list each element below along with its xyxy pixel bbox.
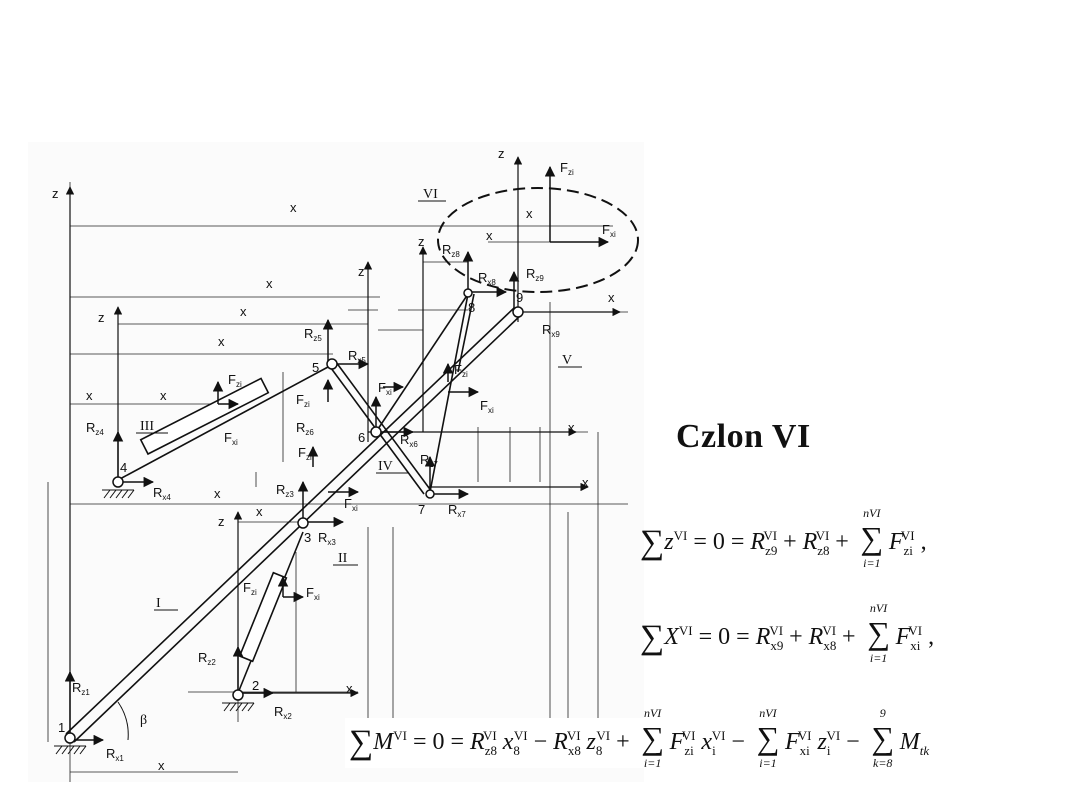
node-4: 4 bbox=[120, 460, 127, 475]
svg-text:Rx6: Rx6 bbox=[400, 432, 418, 449]
svg-text:Fzi: Fzi bbox=[243, 580, 257, 597]
link-label-iv: IV bbox=[378, 459, 393, 474]
svg-text:x: x bbox=[486, 228, 493, 243]
node-2: 2 bbox=[252, 678, 259, 693]
angle-beta: β bbox=[140, 713, 147, 728]
link-label-vi: VI bbox=[423, 187, 438, 202]
mechanism-svg: 1 2 3 4 5 6 7 8 9 I II III IV V VI β Rz1… bbox=[47, 146, 639, 782]
node-7: 7 bbox=[418, 502, 425, 517]
svg-text:Rz4: Rz4 bbox=[86, 420, 104, 437]
svg-text:Rz3: Rz3 bbox=[276, 482, 294, 499]
svg-text:z: z bbox=[218, 514, 225, 529]
svg-text:Rz5: Rz5 bbox=[304, 326, 322, 343]
svg-text:Fxi: Fxi bbox=[306, 585, 320, 602]
svg-text:Rx4: Rx4 bbox=[153, 485, 171, 502]
node-8: 8 bbox=[468, 300, 475, 315]
force-arrows bbox=[64, 165, 610, 746]
link-label-ii: II bbox=[338, 551, 348, 566]
svg-text:x: x bbox=[240, 304, 247, 319]
link-labels: I II III IV V VI β bbox=[136, 187, 582, 728]
svg-text:Rx3: Rx3 bbox=[318, 530, 336, 547]
svg-text:x: x bbox=[290, 200, 297, 215]
svg-text:x: x bbox=[218, 334, 225, 349]
svg-text:Fxi: Fxi bbox=[602, 222, 616, 239]
node-1: 1 bbox=[58, 720, 65, 735]
axis-arrows bbox=[65, 156, 621, 742]
svg-text:x: x bbox=[346, 681, 353, 696]
svg-text:Rx9: Rx9 bbox=[542, 322, 560, 339]
svg-text:x: x bbox=[266, 276, 273, 291]
equation-sum-moment: ∑MVI = 0 = Rz8VI x8VI − Rx8VI z8VI + nVI… bbox=[345, 706, 936, 770]
node-labels: 1 2 3 4 5 6 7 8 9 bbox=[58, 290, 523, 735]
angle-arc bbox=[117, 701, 129, 741]
svg-text:Fxi: Fxi bbox=[480, 398, 494, 415]
svg-text:x: x bbox=[214, 486, 221, 501]
svg-text:x: x bbox=[526, 206, 533, 221]
svg-text:Fzi: Fzi bbox=[560, 160, 574, 177]
svg-text:z: z bbox=[498, 146, 505, 161]
svg-text:Rx2: Rx2 bbox=[274, 704, 292, 721]
ground-supports bbox=[54, 489, 255, 755]
symbol-labels: Rz1 Rx1 Rz2 Rx2 Rz4 Rx4 Rx3 Rz3 Rz5 Rx5 … bbox=[52, 146, 616, 773]
slide-title: Czlon VI bbox=[676, 418, 811, 455]
svg-text:x: x bbox=[86, 388, 93, 403]
svg-text:Fzi: Fzi bbox=[228, 372, 242, 389]
svg-text:x: x bbox=[256, 504, 263, 519]
svg-text:Rz8: Rz8 bbox=[442, 242, 460, 259]
svg-text:Rz9: Rz9 bbox=[526, 266, 544, 283]
svg-text:Fzi: Fzi bbox=[454, 362, 468, 379]
svg-text:Rx5: Rx5 bbox=[348, 348, 366, 365]
svg-text:Fzi: Fzi bbox=[298, 445, 312, 462]
link-label-i: I bbox=[156, 596, 161, 611]
svg-text:z: z bbox=[358, 264, 365, 279]
links bbox=[65, 293, 523, 743]
svg-text:Fxi: Fxi bbox=[378, 380, 392, 397]
link-label-iii: III bbox=[140, 419, 154, 434]
svg-text:Rz6: Rz6 bbox=[296, 420, 314, 437]
svg-text:Fxi: Fxi bbox=[344, 496, 358, 513]
svg-text:Rx1: Rx1 bbox=[106, 746, 124, 763]
mechanism-diagram: 1 2 3 4 5 6 7 8 9 I II III IV V VI β Rz1… bbox=[28, 142, 644, 782]
node-6: 6 bbox=[358, 430, 365, 445]
svg-text:x: x bbox=[158, 758, 165, 773]
node-5: 5 bbox=[312, 360, 319, 375]
svg-text:Rx8: Rx8 bbox=[478, 270, 496, 287]
svg-text:x: x bbox=[160, 388, 167, 403]
svg-text:z: z bbox=[52, 186, 59, 201]
svg-text:Fxi: Fxi bbox=[224, 430, 238, 447]
svg-text:Rz2: Rz2 bbox=[198, 650, 216, 667]
svg-text:x: x bbox=[568, 420, 575, 435]
link-label-v: V bbox=[562, 353, 572, 368]
node-3: 3 bbox=[304, 530, 311, 545]
svg-text:z: z bbox=[98, 310, 105, 325]
svg-text:Rz7: Rz7 bbox=[420, 452, 438, 469]
svg-text:x: x bbox=[608, 290, 615, 305]
svg-text:Fzi: Fzi bbox=[296, 392, 310, 409]
region-vi-ellipse bbox=[437, 187, 639, 293]
svg-text:z: z bbox=[418, 234, 425, 249]
svg-text:Rx7: Rx7 bbox=[448, 502, 466, 519]
svg-text:Rz1: Rz1 bbox=[72, 680, 90, 697]
svg-text:x: x bbox=[582, 475, 589, 490]
node-9: 9 bbox=[516, 290, 523, 305]
joints bbox=[64, 288, 524, 744]
